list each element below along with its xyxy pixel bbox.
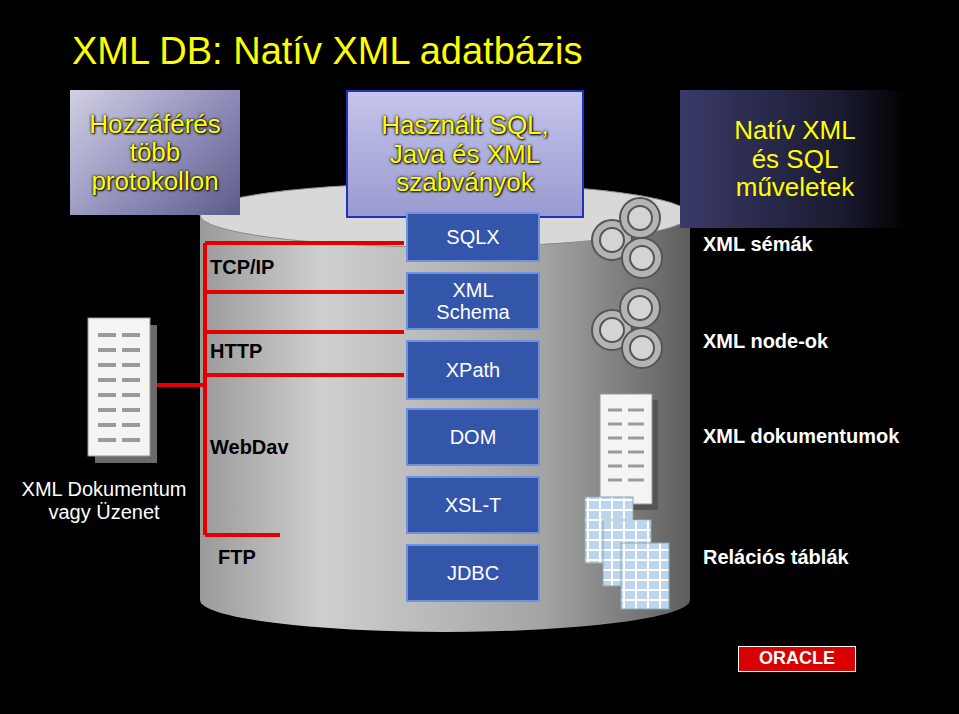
protocol-label: WebDav [210,436,289,459]
node-text: Natív XML és SQL műveletek [725,116,865,202]
protocol-label: FTP [218,546,256,569]
header-box: Használt SQL, Java és XML szabványok [346,90,584,218]
standard-box: XSL-T [406,476,540,534]
document-label: XML Dokumentum vagy Üzenet [4,478,204,524]
node-text: SQLX [446,226,499,248]
node-text: XSL-T [445,494,502,516]
node-text: JDBC [447,562,499,584]
standard-box: JDBC [406,544,540,602]
table-icons [585,497,669,609]
standard-box: SQLX [406,212,540,262]
node-text: Hozzáférés több protokollon [76,110,234,196]
logo-box: ORACLE [738,646,856,672]
storage-label: XML sémák [703,233,813,256]
node-text: ORACLE [759,649,835,669]
database-cylinder [200,183,690,632]
node-text: Használt SQL, Java és XML szabványok [362,111,568,197]
standard-box: XML Schema [406,272,540,330]
standard-box: XPath [406,340,540,400]
node-text: XPath [446,359,500,381]
storage-label: XML node-ok [703,330,828,353]
protocol-label: TCP/IP [210,256,274,279]
node-text: XML Schema [436,279,509,323]
stored-document-icon [600,394,658,510]
node-text: DOM [450,426,497,448]
protocol-wires [157,243,404,535]
document-icon [88,318,157,463]
diagram-title: XML DB: Natív XML adatbázis [72,30,582,73]
schema-disks [592,198,662,278]
protocol-label: HTTP [210,340,262,363]
header-box: Natív XML és SQL műveletek [680,90,910,228]
storage-label: XML dokumentumok [703,425,899,448]
node-disks [592,288,662,368]
standard-box: DOM [406,408,540,466]
header-box: Hozzáférés több protokollon [70,90,240,215]
storage-label: Relációs táblák [703,546,849,569]
